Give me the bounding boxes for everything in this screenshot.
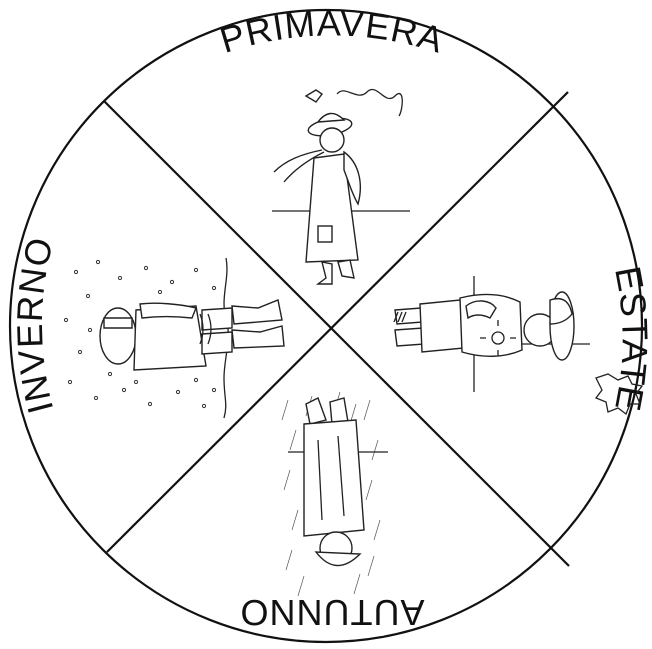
autumn-figure xyxy=(282,392,388,596)
winter-figure xyxy=(64,258,284,418)
label-spring: PRIMAVERA xyxy=(215,2,449,60)
summer-figure xyxy=(394,276,642,414)
label-autumn: AUTUNNO xyxy=(240,592,425,633)
label-summer: ESTATE xyxy=(607,263,652,415)
label-winter: INVERNO xyxy=(9,233,61,418)
spring-figure xyxy=(272,90,410,284)
